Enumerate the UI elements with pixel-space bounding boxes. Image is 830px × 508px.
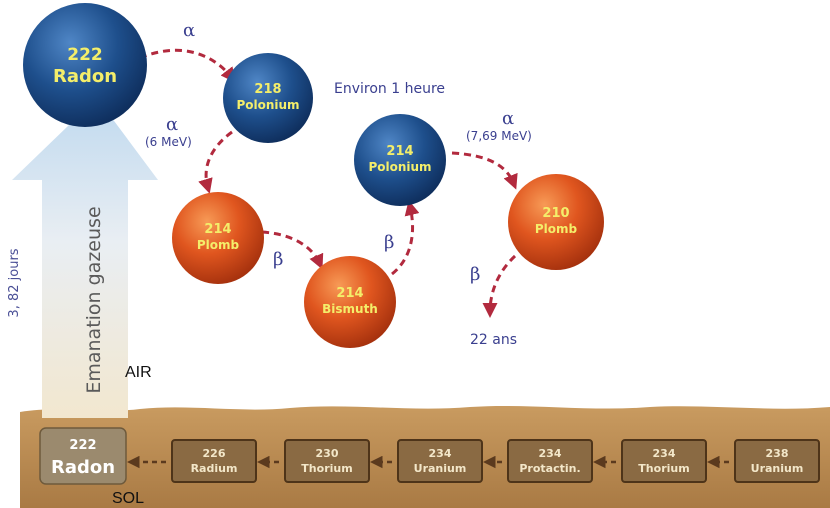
sol-label: SOL bbox=[112, 490, 144, 507]
emanation-label: Emanation gazeuse bbox=[83, 206, 105, 393]
chain-mass: 226 bbox=[203, 447, 226, 460]
chain-name: Thorium bbox=[301, 462, 352, 475]
atom-polonium-214: 214 Polonium bbox=[354, 114, 446, 206]
atom-name: Polonium bbox=[368, 160, 431, 174]
atom-name: Bismuth bbox=[322, 302, 378, 316]
atom-polonium-218: 218 Polonium bbox=[223, 53, 313, 143]
atom-bismuth-214: 214 Bismuth bbox=[304, 256, 396, 348]
chain-name: Radium bbox=[191, 462, 238, 475]
atom-name: Plomb bbox=[535, 222, 578, 236]
beta-label-1: β bbox=[273, 249, 283, 270]
atom-mass: 222 bbox=[67, 45, 103, 65]
emanation-halflife: 3, 82 jours bbox=[7, 248, 22, 317]
atom-mass: 214 bbox=[336, 286, 363, 301]
arrow-po218-to-pb214 bbox=[198, 130, 233, 194]
alpha-label-1: α bbox=[183, 20, 195, 41]
atom-mass: 218 bbox=[254, 82, 281, 97]
atom-name: Radon bbox=[53, 66, 117, 87]
atom-mass: 214 bbox=[204, 222, 231, 237]
chain-mass: 234 bbox=[429, 447, 452, 460]
atom-plomb-214: 214 Plomb bbox=[172, 192, 264, 284]
pb210-halflife: 22 ans bbox=[470, 332, 517, 348]
atom-name: Polonium bbox=[236, 98, 299, 112]
chain-name: Uranium bbox=[751, 462, 804, 475]
ground-radon-mass: 222 bbox=[69, 438, 96, 453]
arrow-radon-to-po218 bbox=[139, 48, 236, 83]
atom-radon-222: 222 Radon bbox=[23, 3, 147, 127]
chain-mass: 238 bbox=[766, 447, 789, 460]
chain-name: Protactin. bbox=[519, 462, 580, 475]
arrow-bi214-to-po214 bbox=[391, 200, 420, 276]
beta-label-2: β bbox=[384, 232, 394, 253]
ground-radon-name: Radon bbox=[51, 457, 115, 478]
po218-halflife: Environ 1 heure bbox=[334, 81, 445, 97]
ground-decay-chain: 226Radium230Thorium234Uranium234Protacti… bbox=[127, 439, 820, 483]
chain-mass: 234 bbox=[653, 447, 676, 460]
arrow-po214-to-pb210 bbox=[451, 151, 518, 190]
alpha-label-3: α bbox=[502, 108, 514, 129]
arrow-pb210-out bbox=[482, 254, 517, 318]
energy-label-3: (7,69 MeV) bbox=[466, 129, 532, 143]
alpha-label-2: α bbox=[166, 114, 178, 135]
energy-label-2: (6 MeV) bbox=[145, 135, 192, 149]
atom-mass: 210 bbox=[542, 206, 569, 221]
atom-plomb-210: 210 Plomb bbox=[508, 174, 604, 270]
beta-label-3: β bbox=[470, 264, 480, 285]
chain-name: Uranium bbox=[414, 462, 467, 475]
chain-name: Thorium bbox=[638, 462, 689, 475]
emanation-arrow bbox=[12, 98, 158, 418]
arrow-pb214-to-bi214 bbox=[261, 230, 324, 270]
air-label: AIR bbox=[125, 364, 152, 381]
atom-name: Plomb bbox=[197, 238, 240, 252]
atom-mass: 214 bbox=[386, 144, 413, 159]
chain-mass: 230 bbox=[316, 447, 339, 460]
ground-radon-box: 222 Radon bbox=[39, 427, 127, 485]
chain-mass: 234 bbox=[539, 447, 562, 460]
